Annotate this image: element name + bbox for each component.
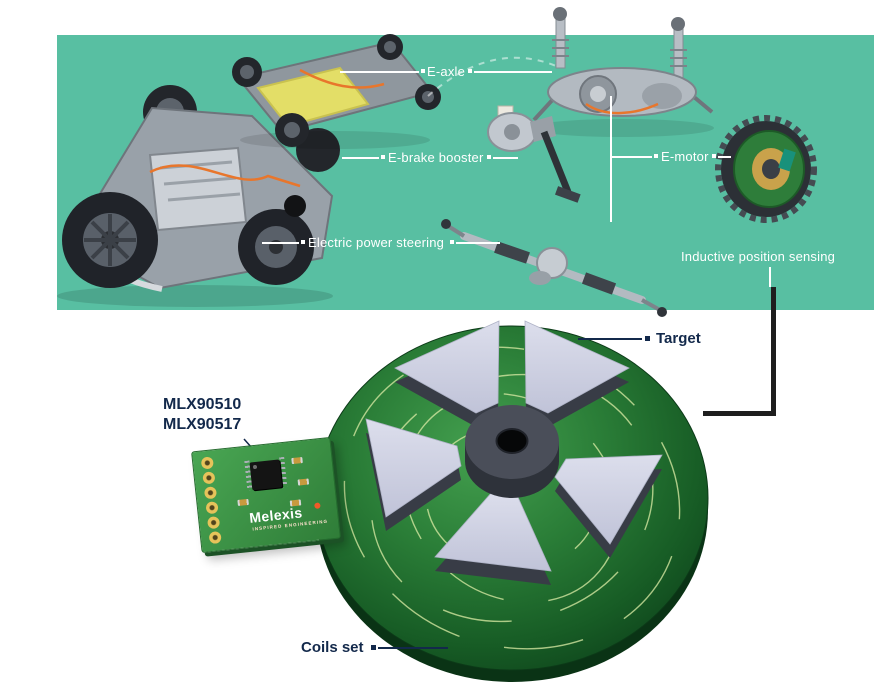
- leader-line: [718, 156, 731, 158]
- leader-square: [450, 240, 454, 244]
- steering-rack-illustration: [441, 219, 667, 317]
- pcb-pad: [208, 530, 222, 545]
- leader-line: [474, 71, 552, 73]
- leader-square: [645, 336, 650, 341]
- leader-line-vertical: [610, 96, 612, 222]
- pcb-pad: [200, 456, 214, 470]
- dashed-link-curve: [427, 56, 557, 97]
- label-e-axle: E-axle: [427, 64, 466, 79]
- mlx-part-line1: MLX90510: [163, 396, 242, 413]
- label-e-motor: E-motor: [661, 149, 709, 164]
- e-axle-illustration: [530, 7, 714, 137]
- label-electric-power-steering: Electric power steering: [308, 235, 445, 250]
- label-e-brake-booster: E-brake booster: [388, 150, 484, 165]
- leader-square: [712, 154, 716, 158]
- elbow-connector: [703, 287, 776, 416]
- leader-line-vertical: [769, 267, 771, 287]
- leader-line: [378, 647, 448, 649]
- melexis-logo-accent-icon: [314, 502, 321, 509]
- sensor-disc-illustration: [315, 320, 709, 682]
- leader-square: [468, 69, 472, 73]
- leader-line: [611, 156, 652, 158]
- brake-booster-illustration: [487, 105, 581, 203]
- leader-square: [301, 240, 305, 244]
- label-coils-set: Coils set: [301, 639, 364, 656]
- leader-square: [487, 155, 491, 159]
- leader-line: [578, 338, 642, 340]
- label-target: Target: [656, 330, 701, 347]
- leader-line: [456, 242, 500, 244]
- leader-line: [340, 71, 419, 73]
- leader-square: [381, 155, 385, 159]
- leader-line: [493, 157, 518, 159]
- label-inductive-position-sensing: Inductive position sensing: [681, 249, 836, 264]
- leader-line: [262, 242, 299, 244]
- leader-square: [421, 69, 425, 73]
- label-mlx-part-numbers: MLX90510 MLX90517: [163, 395, 241, 435]
- leader-square: [654, 154, 658, 158]
- target-blades: [365, 320, 663, 572]
- passive-component: [297, 478, 310, 486]
- pcb-pad: [207, 516, 221, 530]
- leader-line: [342, 157, 379, 159]
- pcb-pad: [205, 501, 219, 515]
- passive-component: [291, 457, 303, 465]
- ev-platform-illustration: [232, 34, 441, 149]
- leader-square: [371, 645, 376, 650]
- chip-pin1-dot: [252, 464, 258, 470]
- mlx-part-line2: MLX90517: [163, 416, 242, 433]
- target-hub: [465, 405, 559, 498]
- passive-component: [237, 498, 249, 506]
- rotor-sensor-illustration: [715, 115, 817, 223]
- mlx-sensor-chip: [249, 459, 283, 491]
- pcb-pad: [203, 486, 218, 500]
- sensor-pcb: Melexis INSPIRED ENGINEERING: [191, 436, 341, 554]
- pcb-pad: [202, 471, 216, 485]
